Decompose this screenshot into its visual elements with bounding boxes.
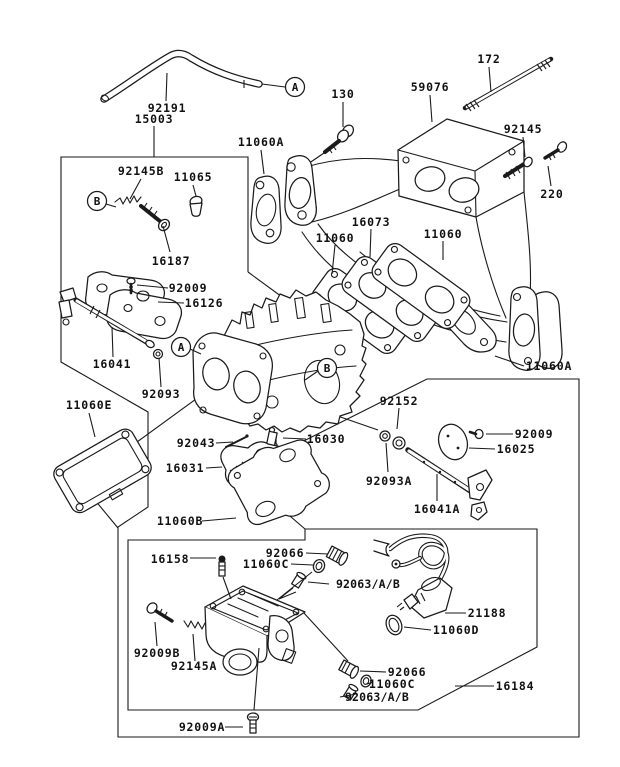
part-label-92009b: 92009B — [134, 646, 180, 660]
oring-11060d — [385, 614, 403, 636]
part-label-92093a: 92093A — [366, 474, 412, 488]
screw-92009b — [146, 602, 174, 623]
part-label-21188: 21188 — [468, 606, 507, 620]
solenoid-21188 — [373, 533, 453, 619]
part-label-59076: 59076 — [411, 80, 450, 94]
part-label-92145b: 92145B — [118, 164, 164, 178]
screw-92145 — [503, 156, 533, 180]
part-label-92191: 92191 — [148, 101, 187, 115]
spring-92145a — [183, 620, 206, 630]
part-label-92043: 92043 — [177, 436, 216, 450]
callout-b-body: B — [316, 357, 338, 379]
pointer-jet-upper-2 — [276, 571, 313, 601]
bolt-220 — [543, 141, 568, 161]
part-label-92145: 92145 — [504, 122, 543, 136]
callout-b-spring: B — [86, 190, 108, 212]
part-label-92093: 92093 — [142, 387, 181, 401]
callout-a-body: A — [170, 336, 192, 358]
callout-b-body-letter: B — [324, 362, 331, 375]
gasket-11060a-top — [250, 175, 282, 244]
part-label-16184: 16184 — [496, 679, 535, 693]
part-label-16041: 16041 — [93, 357, 132, 371]
washer-92093 — [152, 348, 164, 360]
part-label-16041a: 16041A — [414, 502, 460, 516]
part-label-16030: 16030 — [307, 432, 346, 446]
part-label-92009-top: 92009 — [169, 281, 208, 295]
callout-a-hose-letter: A — [292, 81, 299, 94]
part-label-16025: 16025 — [497, 442, 536, 456]
plug-92066-upper — [325, 545, 349, 566]
part-label-16158: 16158 — [151, 552, 190, 566]
stud-bolt-172 — [462, 56, 554, 112]
part-label-16187: 16187 — [152, 254, 191, 268]
plug-92066-lower — [338, 659, 360, 679]
part-label-92152: 92152 — [380, 394, 419, 408]
part-label-11060c-upper: 11060C — [243, 557, 289, 571]
part-label-92009a: 92009A — [179, 720, 225, 734]
gasket-11060e — [53, 428, 152, 514]
part-label-16073: 16073 — [352, 215, 391, 229]
pilot-screw-16187 — [139, 202, 171, 232]
part-label-11060a-top: 11060A — [238, 135, 284, 149]
part-label-92066-lower: 92066 — [388, 665, 427, 679]
part-label-11065: 11065 — [174, 170, 213, 184]
screw-92009a — [246, 647, 260, 734]
carburetor-holder-59076 — [397, 118, 525, 218]
manifold-flange — [284, 155, 317, 226]
part-label-16126: 16126 — [185, 296, 224, 310]
throttle-shaft-16041 — [58, 287, 155, 349]
pilot-screw-spring-92145b — [114, 195, 142, 205]
choke-shaft-16041a — [405, 447, 493, 521]
part-label-220: 220 — [540, 187, 563, 201]
manifold-end-flange — [508, 286, 563, 371]
part-label-92063-upper: 92063/A/B — [336, 577, 400, 591]
part-label-92145a: 92145A — [171, 659, 217, 673]
part-label-11060-left: 11060 — [316, 231, 355, 245]
part-label-11060e: 11060E — [66, 398, 112, 412]
part-label-15003: 15003 — [135, 112, 174, 126]
gasket-11060b — [227, 439, 330, 526]
callout-a-body-letter: A — [178, 341, 185, 354]
washers-92152 — [379, 430, 406, 450]
part-label-11060c-lower: 11060C — [369, 677, 415, 691]
part-label-92063-lower: 92063/A/B — [345, 690, 409, 704]
part-label-11060b: 11060B — [157, 514, 203, 528]
jet-92063-upper — [291, 571, 307, 589]
part-labels: 92191 15003 11060A 130 172 59076 92145 2… — [66, 52, 572, 734]
screw-92009-right — [468, 428, 484, 440]
part-label-11060a-lower: 11060A — [526, 359, 572, 373]
float-bowl — [204, 585, 306, 676]
fuel-hose — [100, 49, 286, 103]
part-label-92009-right: 92009 — [515, 427, 554, 441]
oring-11060c-upper — [312, 558, 326, 574]
part-label-92066-upper: 92066 — [266, 546, 305, 560]
carburetor-body — [192, 289, 367, 433]
pointer-jet-upper — [278, 587, 297, 600]
leader-lines — [88, 66, 552, 728]
callout-a-hose: A — [284, 76, 306, 98]
needle-92043 — [225, 434, 249, 448]
part-label-11060d: 11060D — [433, 623, 479, 637]
screw-16158 — [218, 555, 232, 600]
gasket-11060-right — [371, 242, 471, 330]
part-label-11060-right: 11060 — [424, 227, 463, 241]
fitting-11065 — [189, 195, 203, 217]
part-label-130: 130 — [331, 87, 354, 101]
choke-plate-16025 — [437, 423, 469, 461]
jet-92063-lower — [343, 683, 359, 701]
callout-b-spring-letter: B — [94, 195, 101, 208]
part-label-172: 172 — [477, 52, 500, 66]
screw-92009-top — [126, 277, 136, 295]
part-label-16031: 16031 — [166, 461, 205, 475]
